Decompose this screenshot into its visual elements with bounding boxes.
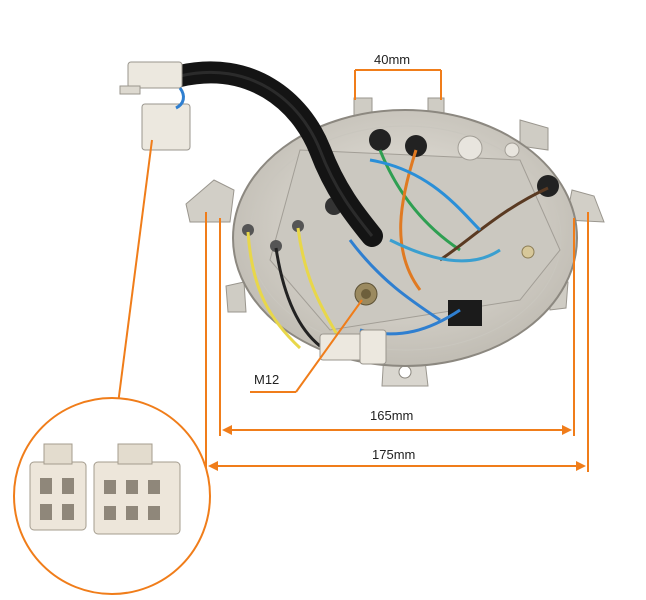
wire-harness xyxy=(246,149,549,350)
grommets xyxy=(325,129,559,215)
dimension-lines xyxy=(117,69,589,472)
zoomed-connectors xyxy=(29,443,181,535)
dimension-165mm: 165mm xyxy=(370,408,414,423)
top-connectors xyxy=(119,61,191,151)
terminal-screws xyxy=(242,220,535,306)
dimension-175mm: 175mm xyxy=(372,447,416,462)
dimension-m12: M12 xyxy=(254,372,280,387)
dimension-40mm: 40mm xyxy=(374,52,411,67)
bottom-connector xyxy=(319,329,387,365)
